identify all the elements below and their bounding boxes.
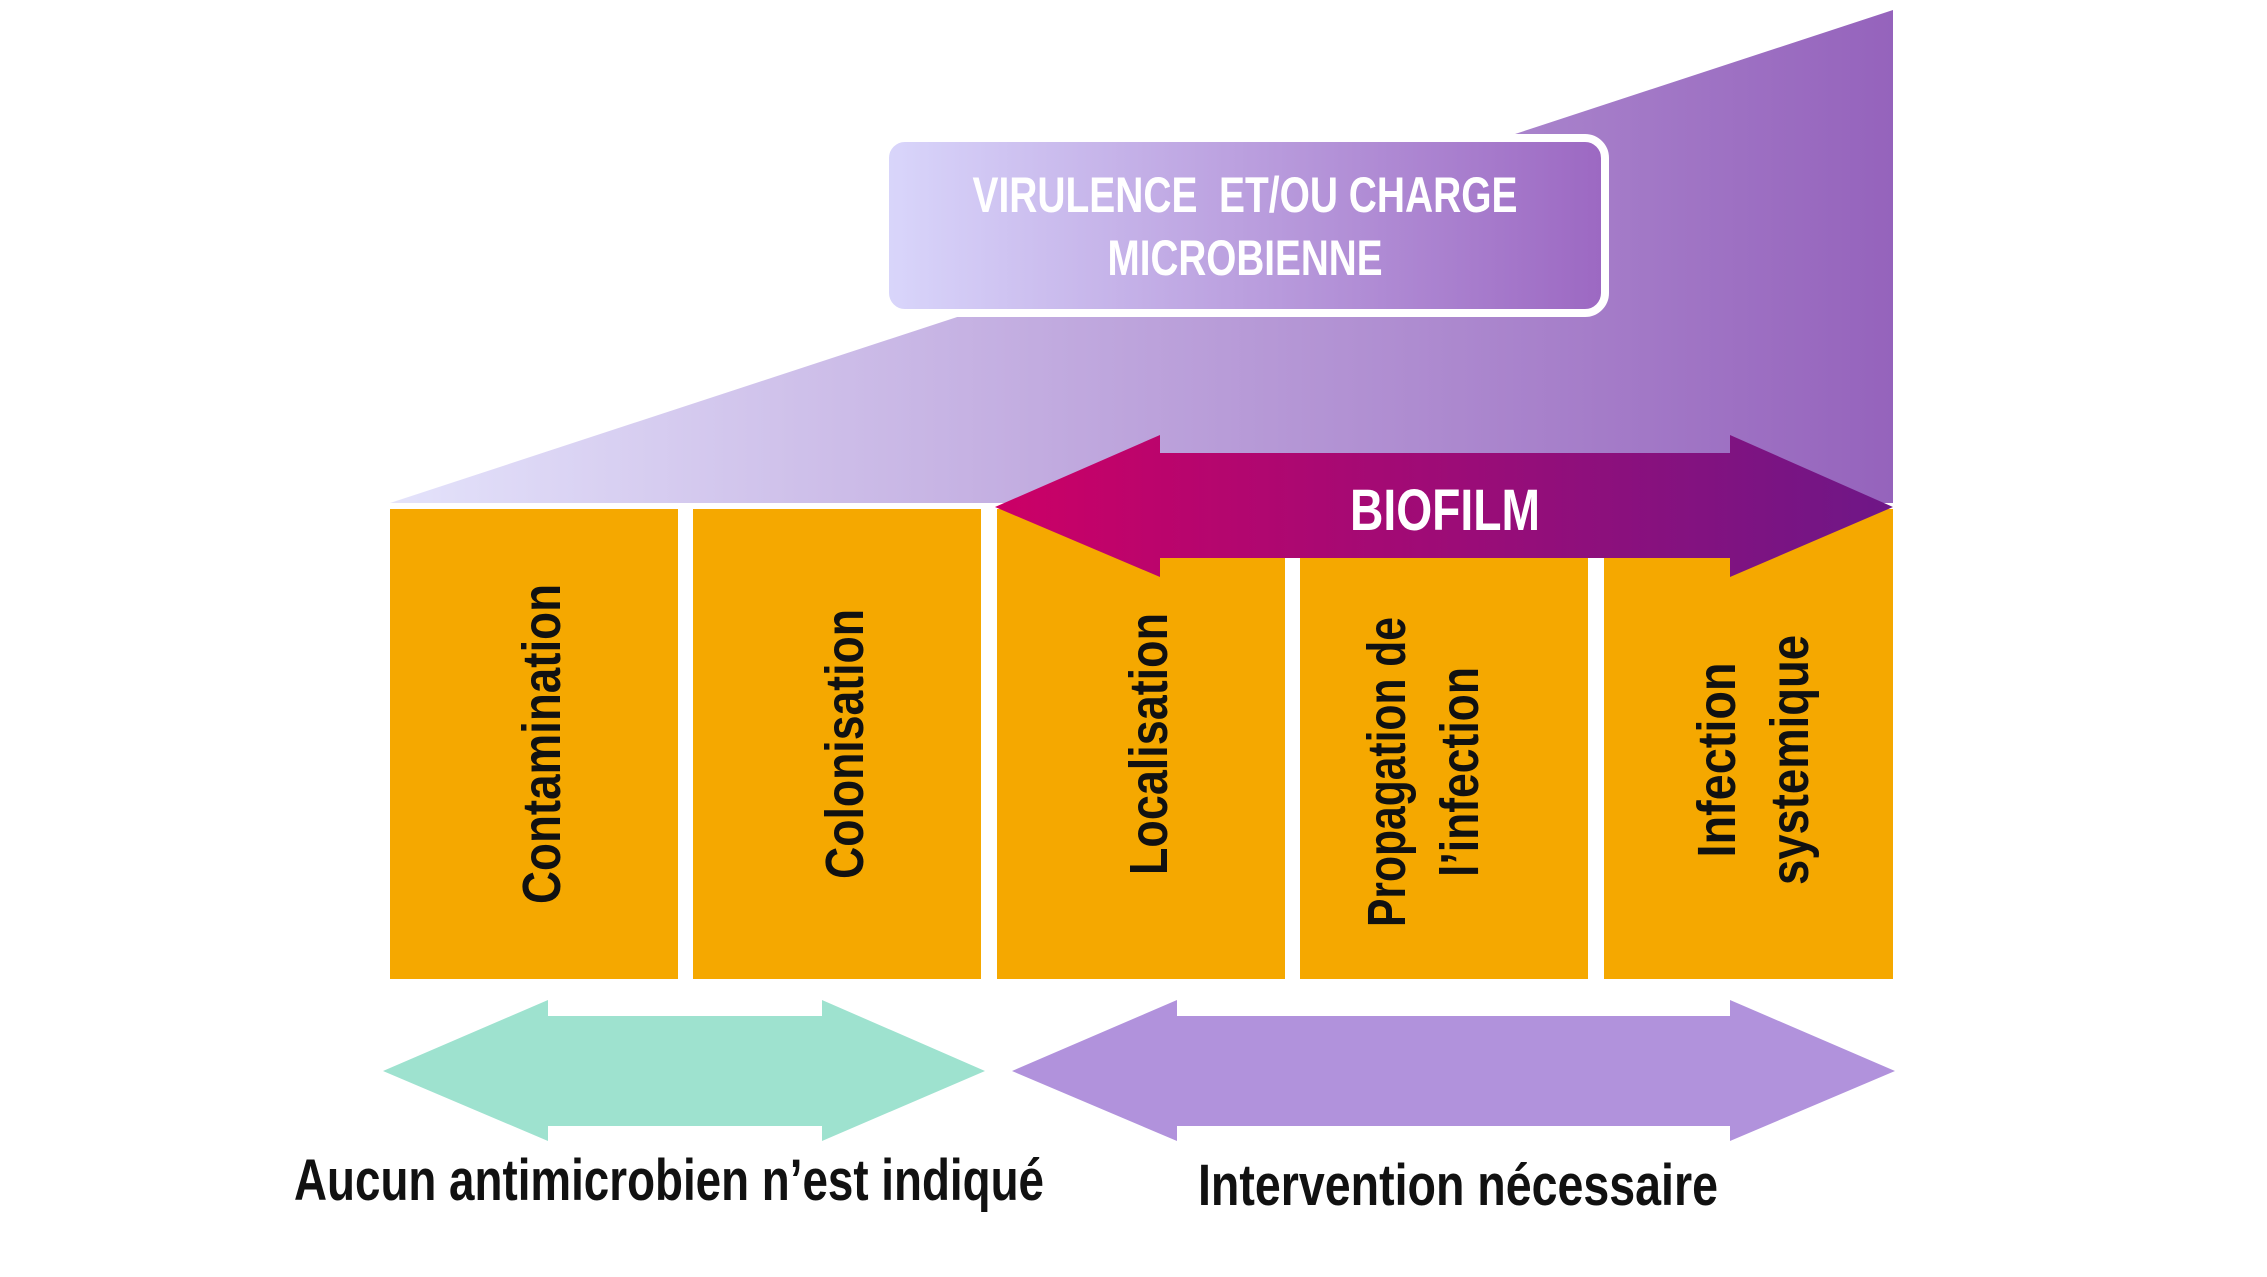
- intervention-arrow: [1012, 1000, 1895, 1141]
- stage-label-infection-line2: systemique: [1760, 635, 1820, 885]
- no-antimicrobial-arrow: [383, 1000, 985, 1141]
- stage-box-localisation: [997, 509, 1285, 979]
- intervention-label: Intervention nécessaire: [1198, 1153, 1718, 1218]
- stage-labels: Contamination Colonisation Localisation …: [512, 584, 1820, 927]
- virulence-label-line2: MICROBIENNE: [1108, 230, 1383, 286]
- stage-label-infection-line1: Infection: [1687, 663, 1747, 858]
- stage-boxes: [390, 509, 1893, 979]
- stage-label-contamination: Contamination: [512, 584, 572, 904]
- stage-box-propagation: [1300, 509, 1588, 979]
- no-antimicrobial-label: Aucun antimicrobien n’est indiqué: [294, 1148, 1044, 1213]
- stage-label-colonisation: Colonisation: [815, 609, 875, 879]
- biofilm-label: BIOFILM: [1350, 478, 1540, 543]
- stage-label-localisation: Localisation: [1119, 613, 1179, 875]
- stage-label-propagation-line2: l’infection: [1430, 667, 1490, 877]
- virulence-label-box: VIRULENCE ET/OU CHARGE MICROBIENNE: [881, 134, 1609, 317]
- virulence-label-line1: VIRULENCE ET/OU CHARGE: [973, 167, 1518, 223]
- biofilm-arrow: BIOFILM: [995, 435, 1893, 577]
- stage-box-colonisation: [693, 509, 981, 979]
- stage-label-propagation-line1: Propagation de: [1357, 617, 1417, 927]
- stage-box-infection-systemique: [1604, 509, 1893, 979]
- stage-box-contamination: [390, 509, 678, 979]
